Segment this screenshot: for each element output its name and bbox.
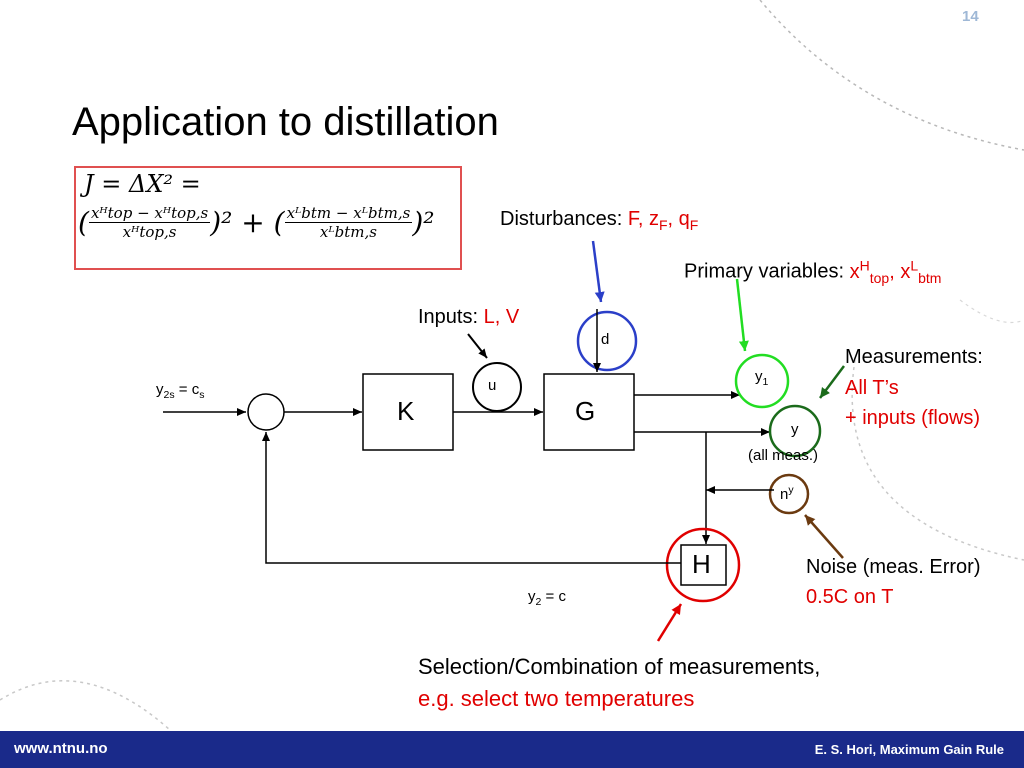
disturbances-label: Disturbances: F, zF, qF — [500, 208, 698, 233]
measurements-line-1: All T’s — [845, 377, 899, 399]
feedback-path — [262, 432, 681, 564]
page-number: 14 — [962, 8, 979, 25]
setpoint-sub2: s — [199, 389, 205, 401]
node-y1-label: y1 — [755, 368, 768, 388]
noise-value: 0.5C on T — [806, 586, 894, 608]
node-d-circle — [576, 310, 638, 372]
node-y1-circle — [734, 353, 790, 409]
selection-line-2: e.g. select two temperatures — [418, 686, 695, 711]
noise-pointer — [804, 514, 844, 559]
disturbances-prefix: Disturbances: — [500, 208, 623, 230]
selection-pointer — [656, 603, 683, 642]
feedback-label: y2 = c — [528, 588, 566, 608]
node-y-note: (all meas.) — [748, 447, 819, 464]
node-u-circle — [472, 362, 522, 412]
formula-line-1: J = ΔX² = — [84, 170, 201, 198]
node-n-text: n — [780, 486, 789, 503]
footer-credit: E. S. Hori, Maximum Gain Rule — [814, 742, 1004, 757]
slide-title: Application to distillation — [72, 100, 499, 144]
noise-title: Noise (meas. Error) — [806, 556, 981, 578]
plant-block-g — [543, 373, 635, 451]
selection-block-h — [680, 544, 727, 586]
primary-x: x — [849, 260, 860, 283]
disturbances-vars: F, zF, qF — [627, 208, 699, 233]
inputs-prefix: Inputs: — [418, 306, 479, 328]
block-h-label: H — [692, 549, 711, 579]
node-y-circle — [768, 404, 822, 458]
node-n-circle — [768, 473, 810, 515]
inputs-vars: L, V — [483, 306, 520, 328]
primary-sep: , x — [889, 260, 911, 283]
frac-btm-numerator: xᴸbtm − xᴸbtm,s — [284, 204, 413, 223]
primary-pointer — [735, 278, 749, 352]
footer-bar — [0, 731, 1024, 768]
measurements-pointer — [819, 365, 845, 399]
selection-line-1: Selection/Combination of measurements, — [418, 654, 821, 679]
controller-block-k — [362, 373, 454, 451]
disturbances-sub-f: F — [658, 217, 668, 233]
disturbances-sep: , q — [667, 208, 690, 230]
footer-url[interactable]: www.ntnu.no — [14, 740, 108, 757]
measurements-title: Measurements: — [845, 346, 983, 368]
formula-middle: )² + ( — [210, 206, 285, 239]
feedback-sub: 2 — [535, 596, 542, 608]
disturbances-sub-q: F — [689, 217, 699, 233]
primary-sub-top: top — [869, 269, 890, 286]
node-y1-sub: 1 — [762, 376, 769, 388]
block-k-label: K — [397, 396, 415, 426]
node-n-sup: y — [788, 484, 794, 496]
primary-sup-h: H — [859, 257, 870, 273]
feedback-y: y — [528, 588, 536, 605]
disturbances-pointer — [591, 240, 605, 303]
frac-top-denominator: xᴴtop,s — [122, 223, 177, 241]
node-y1-text: y — [755, 368, 763, 385]
node-n-label: ny — [780, 484, 794, 503]
feedback-eq: = c — [541, 588, 566, 605]
inputs-label: Inputs: L, V — [418, 306, 519, 329]
primary-variables-label: Primary variables: xHtop, xLbtm — [684, 257, 941, 286]
formula-open-paren: ( — [78, 206, 89, 239]
primary-sup-l: L — [910, 257, 919, 273]
node-y-label: y — [791, 421, 799, 438]
block-g-label: G — [575, 396, 596, 426]
node-h-circle — [665, 527, 741, 603]
frac-top-numerator: xᴴtop − xᴴtop,s — [88, 204, 211, 223]
setpoint-eq: = c — [174, 381, 200, 398]
measurements-line-2: + inputs (flows) — [845, 407, 981, 429]
formula-close: )² — [412, 206, 435, 239]
inputs-pointer — [467, 333, 488, 359]
node-d-label: d — [601, 331, 610, 348]
primary-vars: xHtop, xLbtm — [849, 257, 942, 286]
primary-prefix: Primary variables: — [684, 260, 845, 283]
summing-junction — [247, 393, 285, 431]
disturbances-vars-text: F, z — [627, 208, 659, 230]
setpoint-sub: 2s — [163, 389, 175, 401]
setpoint-label: y2s = cs — [156, 381, 204, 401]
primary-sub-btm: btm — [918, 269, 942, 286]
setpoint-y: y — [156, 381, 164, 398]
node-u-label: u — [488, 377, 497, 394]
frac-btm-denominator: xᴸbtm,s — [319, 223, 377, 241]
